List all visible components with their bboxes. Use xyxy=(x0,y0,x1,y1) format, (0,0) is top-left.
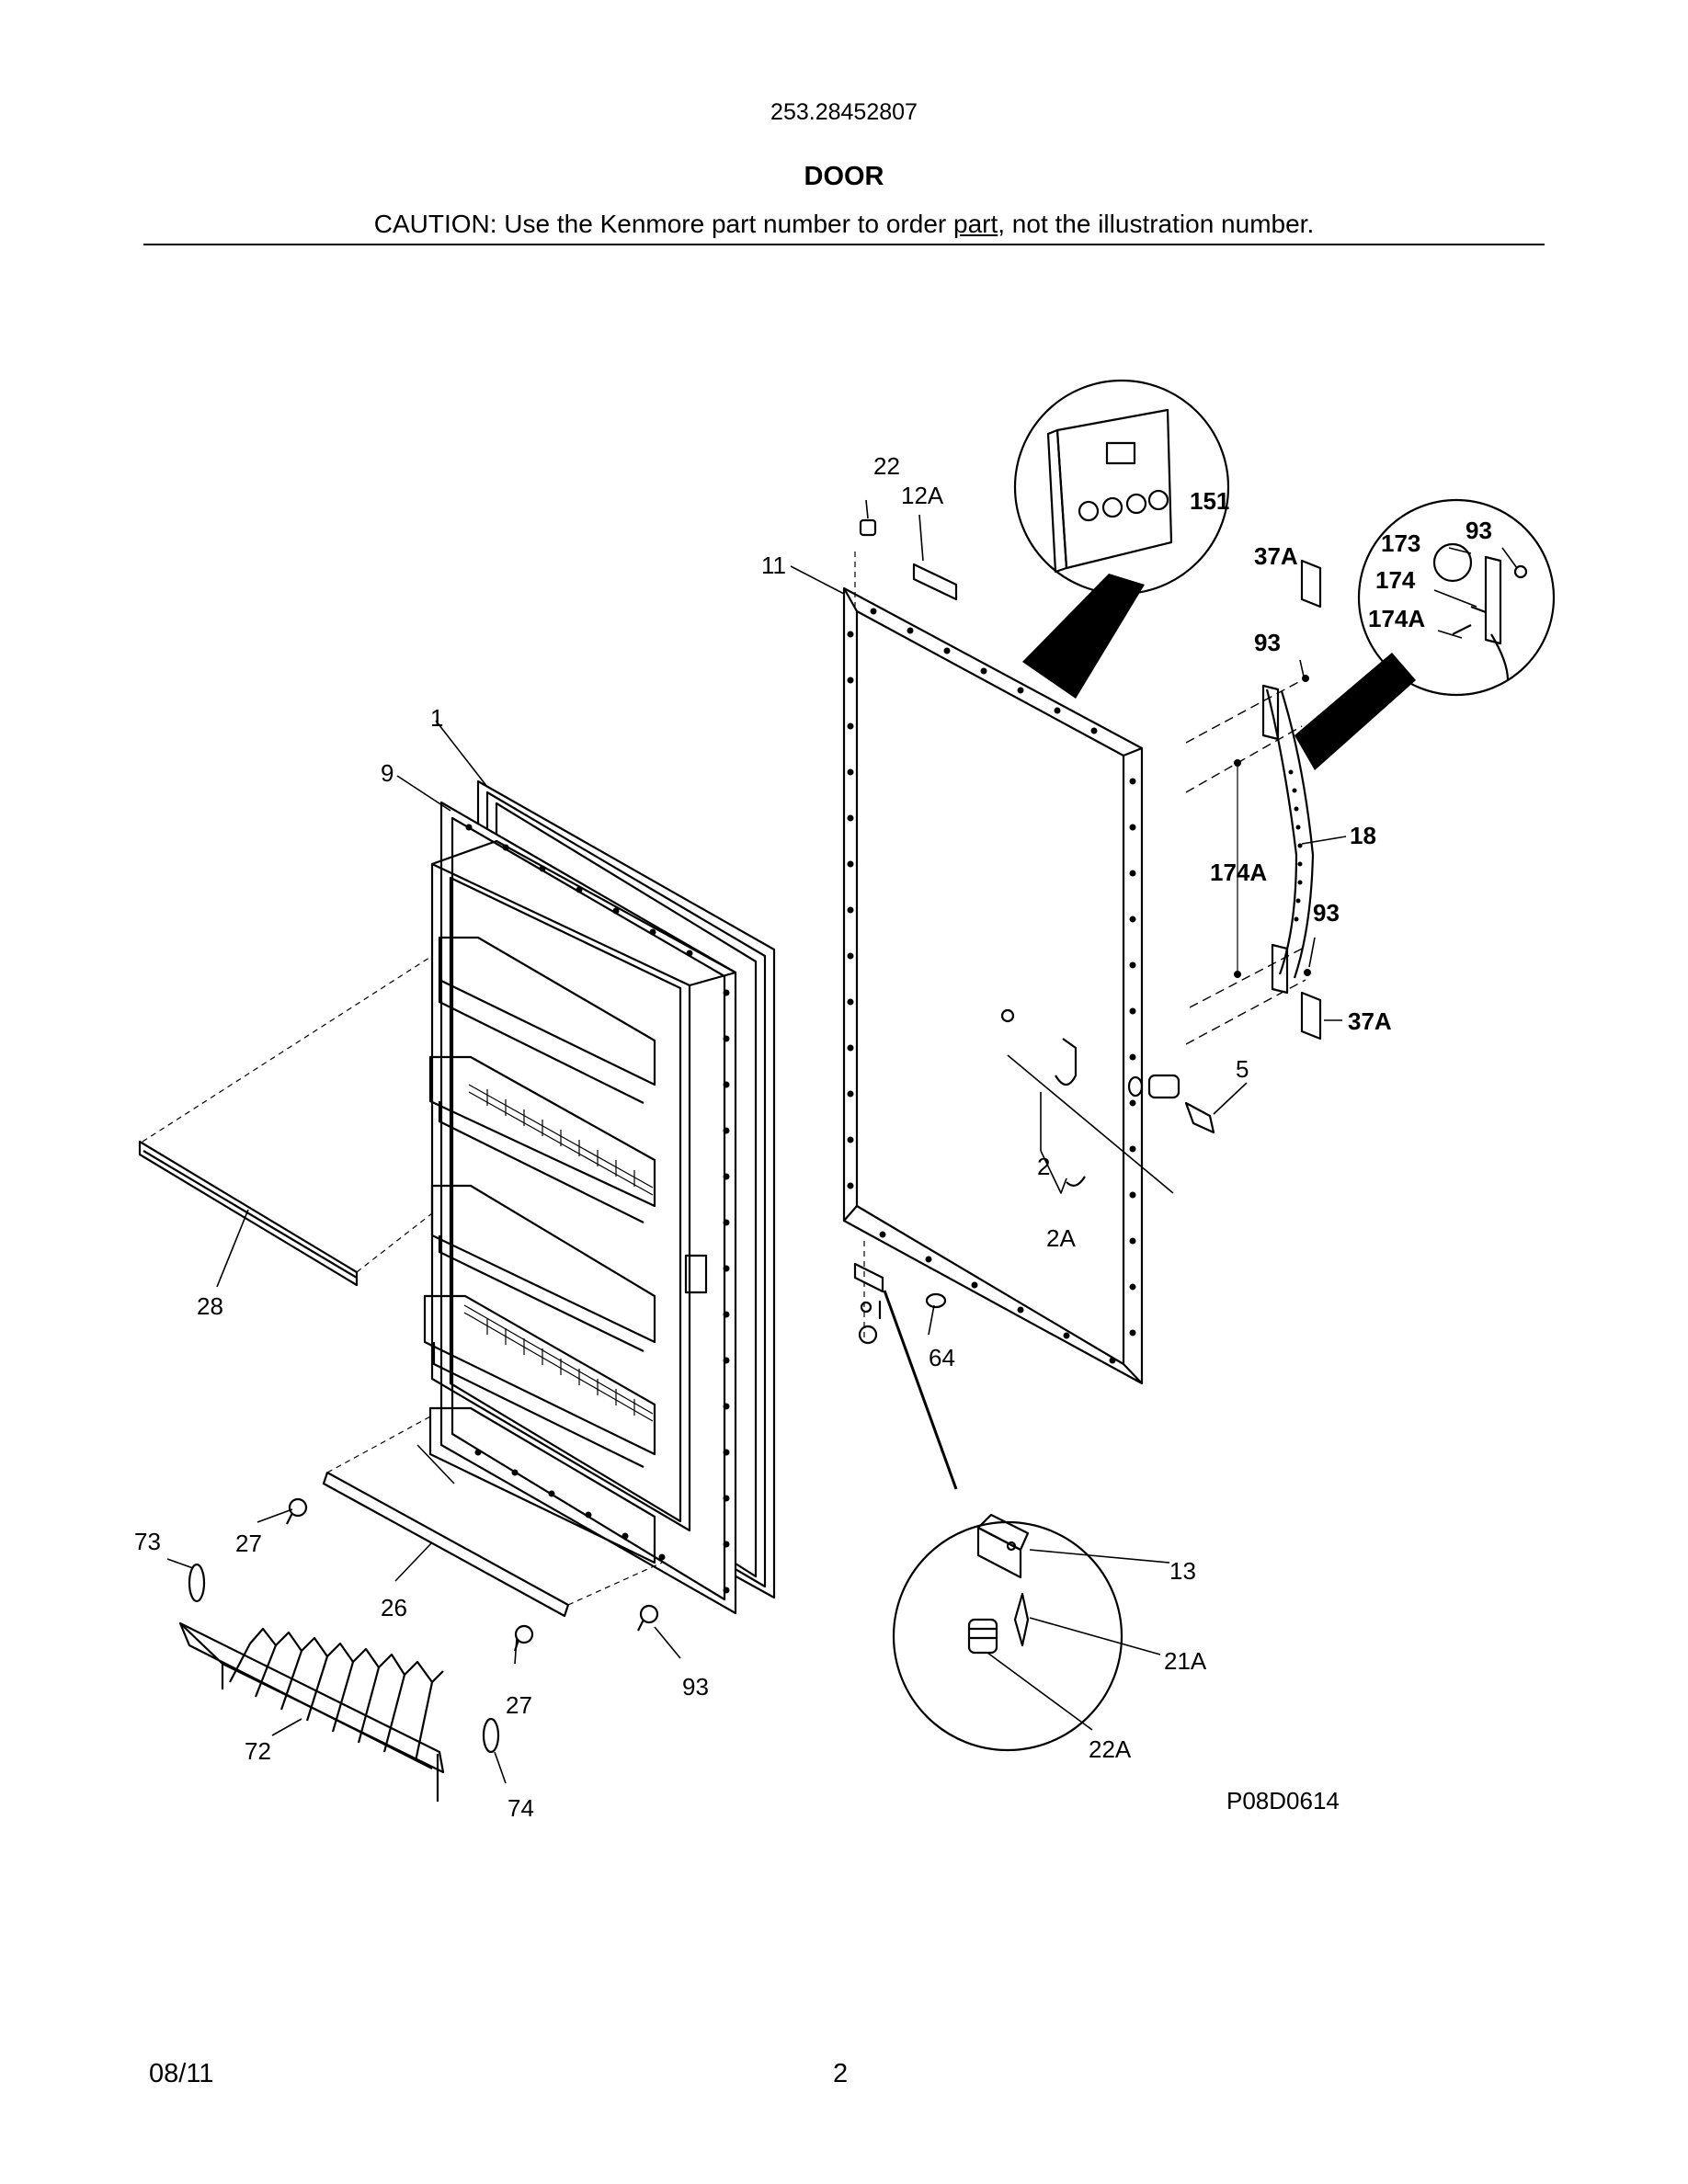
assembly-lines xyxy=(142,552,865,1606)
callout-22: 22 xyxy=(873,452,900,480)
retainer-bar-26 xyxy=(322,1471,570,1618)
plug-64 xyxy=(925,1292,947,1309)
hinge-detail xyxy=(883,1290,1123,1752)
callout-26: 26 xyxy=(381,1594,407,1621)
outer-door-panel xyxy=(842,586,1144,1385)
model-number: 253.28452807 xyxy=(770,99,918,125)
callout-93-handle-upper: 93 xyxy=(1254,629,1281,656)
callout-74: 74 xyxy=(508,1794,534,1822)
callout-72: 72 xyxy=(245,1737,271,1765)
callout-11: 11 xyxy=(761,552,786,579)
callout-93-detail: 93 xyxy=(1466,517,1492,544)
leader-wedge-151 xyxy=(1022,574,1145,699)
handle-alignment-lines xyxy=(1185,679,1306,1045)
header-rule xyxy=(143,244,1545,245)
door-handle-18 xyxy=(1234,559,1322,1041)
label-12A xyxy=(912,563,958,601)
callout-1: 1 xyxy=(430,704,443,732)
callout-9: 9 xyxy=(381,759,393,787)
leader-lines xyxy=(166,499,1518,1784)
callout-27-left: 27 xyxy=(235,1530,262,1557)
callout-2A: 2A xyxy=(1046,1224,1076,1252)
callout-5: 5 xyxy=(1236,1055,1249,1083)
figure-code: P08D0614 xyxy=(1226,1787,1340,1814)
callout-21A: 21A xyxy=(1164,1647,1207,1675)
plug-22 xyxy=(859,518,877,537)
caution-text-end: , not the illustration number. xyxy=(998,210,1315,238)
caution-text-start: CAUTION: Use the Kenmore part number to … xyxy=(373,210,953,238)
section-title: DOOR xyxy=(804,162,884,191)
callout-28: 28 xyxy=(197,1292,223,1320)
leader-wedge-handle xyxy=(1295,653,1416,770)
callout-37A-lower: 37A xyxy=(1348,1007,1392,1035)
callout-27-lower: 27 xyxy=(506,1691,532,1719)
basket-bracket-74 xyxy=(482,1717,500,1754)
callout-93-handle-lower: 93 xyxy=(1313,899,1340,927)
callout-174A-handle: 174A xyxy=(1210,859,1267,886)
callout-173: 173 xyxy=(1381,529,1420,557)
callout-93-lower: 93 xyxy=(682,1673,709,1701)
callout-151: 151 xyxy=(1190,487,1229,515)
callout-labels: 1 9 11 22 12A 28 26 27 27 73 72 74 93 64… xyxy=(134,452,1492,1822)
end-cap-37A-upper xyxy=(1300,559,1322,609)
wire-basket-72 xyxy=(178,1621,445,1802)
callout-2: 2 xyxy=(1037,1153,1050,1180)
caution-underlined-word: part xyxy=(953,210,998,238)
inner-door-liner xyxy=(423,801,737,1615)
callout-13: 13 xyxy=(1169,1557,1196,1585)
callout-64: 64 xyxy=(929,1344,955,1371)
callout-22A: 22A xyxy=(1089,1735,1132,1763)
caution-notice: CAUTION: Use the Kenmore part number to … xyxy=(0,210,1688,239)
control-panel-detail: 151 xyxy=(1013,379,1229,699)
callout-37A-upper: 37A xyxy=(1254,542,1298,570)
page-number: 2 xyxy=(833,2059,849,2088)
shelf-retainer-bar-28 xyxy=(138,1140,359,1287)
footer-date: 08/11 xyxy=(149,2059,214,2088)
callout-174A-detail: 174A xyxy=(1368,605,1425,632)
callout-18: 18 xyxy=(1350,822,1376,849)
callout-174: 174 xyxy=(1375,566,1416,594)
callout-12A: 12A xyxy=(901,482,944,509)
callout-73: 73 xyxy=(134,1528,161,1555)
end-cap-37A-lower xyxy=(1300,991,1322,1041)
hinge-parts xyxy=(853,1262,947,1345)
lock-assembly xyxy=(1000,1008,1215,1187)
handle-hardware-detail xyxy=(1295,498,1556,770)
basket-bracket-73 xyxy=(188,1563,206,1603)
screws xyxy=(286,1497,659,1652)
